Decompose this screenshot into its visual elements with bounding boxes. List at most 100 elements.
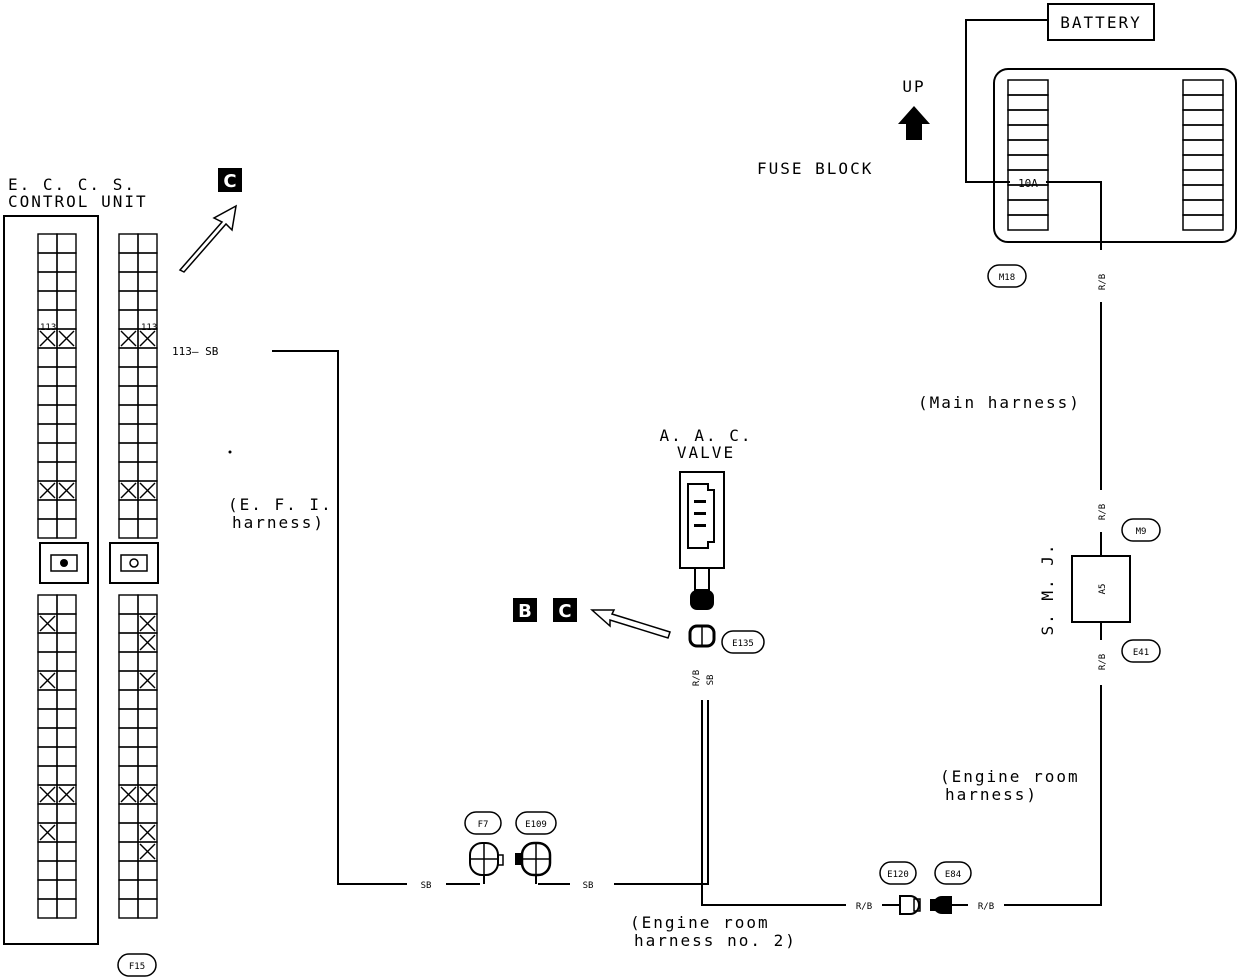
engine-room-label-2: harness) xyxy=(945,785,1038,804)
ecu-connector-right xyxy=(118,233,158,919)
aac-valve-plug xyxy=(690,590,714,610)
ecu-pin-cross xyxy=(39,482,56,499)
ecu-pin-cell xyxy=(56,518,77,539)
ecu-pin-cell xyxy=(118,632,139,653)
efi-harness-label-1: (E. F. I. xyxy=(228,495,333,514)
ecu-pin-cell xyxy=(56,233,77,254)
ecu-pin-cell xyxy=(137,271,158,292)
ecu-pin-cell xyxy=(137,518,158,539)
ecu-pin-cross xyxy=(39,330,56,347)
fuse-slot xyxy=(1007,79,1049,96)
ecu-pin-cell xyxy=(137,860,158,881)
connector-f15 xyxy=(117,953,157,977)
fuse-slot xyxy=(1007,139,1049,156)
wire-color-rb-valve: R/B xyxy=(692,670,702,686)
wire-color-sb-valve: SB xyxy=(706,675,716,686)
engine-room2-label-1: (Engine room xyxy=(630,913,770,932)
ecu-pin-cell xyxy=(37,252,58,273)
ecu-pin-cell xyxy=(37,518,58,539)
ecu-pin-cell xyxy=(56,347,77,368)
ecu-pin-cell xyxy=(56,290,77,311)
ecu-pin-cell xyxy=(118,651,139,672)
ecu-pin-cell xyxy=(118,879,139,900)
ecu-pin-cell xyxy=(37,347,58,368)
fuse-slot xyxy=(1182,154,1224,171)
fuse-block-label: FUSE BLOCK xyxy=(757,159,873,178)
fuse-slot xyxy=(1007,154,1049,171)
ecu-pin-cell xyxy=(118,727,139,748)
ecu-pin-cell xyxy=(37,461,58,482)
ecu-pin-cell xyxy=(118,423,139,444)
connector-e84 xyxy=(934,861,972,885)
fuse-block xyxy=(993,68,1237,243)
fuse-slot xyxy=(1007,214,1049,231)
ecu-pin-cell xyxy=(137,423,158,444)
ecu-connector-left xyxy=(37,233,77,919)
ecu-pin-cell xyxy=(118,841,139,862)
smj-pin-label: A5 xyxy=(1098,584,1108,595)
ecu-pin-cell xyxy=(137,746,158,767)
ecu-pin-cell xyxy=(118,594,139,615)
smj-label: S. M. J. xyxy=(1038,542,1057,635)
ref-mark-c-mid xyxy=(553,598,577,622)
ecu-pin-cross xyxy=(39,824,56,841)
connector-e109 xyxy=(515,811,557,835)
fuse-10a-label: 10A xyxy=(1018,177,1038,190)
wire-color-rb-e120: R/B xyxy=(856,902,872,912)
fuse-column-left xyxy=(1007,79,1049,231)
ecu-pin-cell xyxy=(118,252,139,273)
engine-room-label-1: (Engine room xyxy=(940,767,1080,786)
ecu-pin-cell xyxy=(137,252,158,273)
connector-e120-label: E120 xyxy=(887,870,909,880)
ref-mark-b-label: B xyxy=(518,601,532,622)
connector-e135-label: E135 xyxy=(732,639,754,649)
connector-m18 xyxy=(987,264,1027,288)
ecu-pin-cell xyxy=(56,803,77,824)
ecu-pin-cell xyxy=(118,499,139,520)
ecu-pin-cell xyxy=(56,841,77,862)
fuse-slot xyxy=(1182,139,1224,156)
ecu-pin-cell xyxy=(137,689,158,710)
ecu-pin-cell xyxy=(118,404,139,425)
wire-color-sb-bottom-mid: SB xyxy=(583,881,594,891)
ecu-pin-cross xyxy=(139,615,156,632)
pin-113-left-label: 113 xyxy=(40,323,56,333)
ecu-pin-cell xyxy=(118,518,139,539)
connector-f7-label: F7 xyxy=(478,820,489,830)
main-harness-label: (Main harness) xyxy=(918,393,1081,412)
ecu-pin-cell xyxy=(56,594,77,615)
connector-e120 xyxy=(879,861,917,885)
ecu-pin-cross xyxy=(58,482,75,499)
ecu-pin-cross xyxy=(139,330,156,347)
ecu-pin-cell xyxy=(37,651,58,672)
ecu-pin-cell xyxy=(137,442,158,463)
ecu-pin-cell xyxy=(56,898,77,919)
ecu-pin-cross xyxy=(58,786,75,803)
ecu-box xyxy=(3,215,99,945)
ref-mark-c-top xyxy=(218,168,242,192)
fuse-slot xyxy=(1007,94,1049,111)
ecu-pin-cell xyxy=(118,746,139,767)
ecu-pin-cell xyxy=(56,461,77,482)
battery-box xyxy=(1047,3,1155,41)
ecu-pin-cell xyxy=(56,765,77,786)
ecu-pin-cell xyxy=(137,499,158,520)
ecu-pin-cell xyxy=(137,879,158,900)
ecu-pin-cell xyxy=(118,385,139,406)
aac-valve-label-1: A. A. C. xyxy=(659,426,752,445)
ecu-pin-cell xyxy=(118,689,139,710)
ecu-pin-cell xyxy=(37,385,58,406)
ecu-pin-cell xyxy=(37,841,58,862)
aac-valve-body xyxy=(679,471,725,569)
ecu-pin-cell xyxy=(118,233,139,254)
ecu-pin-cell xyxy=(56,252,77,273)
ecu-pin-cell xyxy=(56,670,77,691)
ecu-pin-cross xyxy=(139,786,156,803)
ecu-pin-cell xyxy=(37,290,58,311)
ecu-pin-cell xyxy=(137,461,158,482)
engine-room2-label-2: harness no. 2) xyxy=(634,931,797,950)
ecu-pin-cross xyxy=(139,672,156,689)
ref-mark-b xyxy=(513,598,537,622)
fuse-slot xyxy=(1182,109,1224,126)
